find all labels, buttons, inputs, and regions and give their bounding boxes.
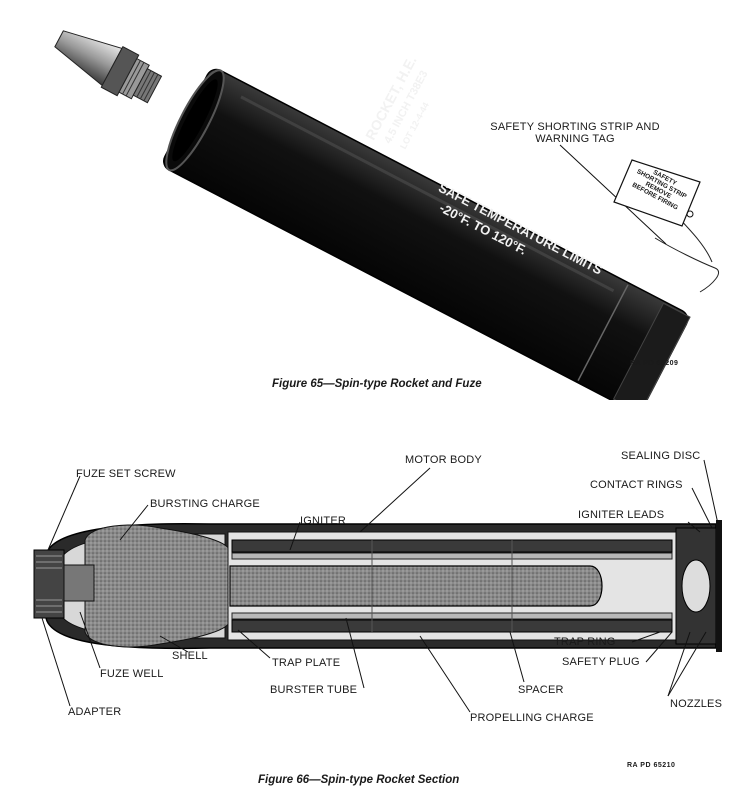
rocket-exterior-illustration — [54, 30, 720, 400]
label-contact-rings: CONTACT RINGS — [590, 479, 683, 491]
label-propelling-charge: PROPELLING CHARGE — [470, 712, 594, 724]
figure-66: FUZE SET SCREW BURSTING CHARGE IGNITER M… — [0, 400, 756, 807]
rocket-body-illustration — [163, 68, 691, 400]
fuze-illustration — [54, 30, 163, 104]
figure-66-caption: Figure 66—Spin-type Rocket Section — [258, 774, 460, 786]
label-spacer: SPACER — [518, 684, 564, 696]
label-bursting-charge: BURSTING CHARGE — [150, 498, 260, 510]
leader-lines — [41, 459, 719, 713]
label-trap-ring: TRAP RING — [554, 636, 616, 648]
label-igniter: IGNITER — [300, 515, 347, 527]
label-adapter: ADAPTER — [68, 706, 122, 718]
ra-code-65: RA PD 65209 — [630, 360, 679, 367]
figure-65-caption: Figure 65—Spin-type Rocket and Fuze — [272, 378, 482, 390]
warning-tag-illustration — [613, 159, 701, 227]
label-igniter-leads: IGNITER LEADS — [578, 509, 665, 521]
label-trap-plate: TRAP PLATE — [272, 657, 341, 669]
label-fuze-set-screw: FUZE SET SCREW — [76, 468, 176, 480]
label-fuze-well: FUZE WELL — [100, 668, 164, 680]
label-safety-shorting-strip: SAFETY SHORTING STRIP AND WARNING TAG — [490, 121, 660, 145]
rocket-section-illustration — [33, 459, 722, 713]
label-safety-plug: SAFETY PLUG — [562, 656, 640, 668]
label-nozzles: NOZZLES — [670, 698, 723, 710]
label-burster-tube: BURSTER TUBE — [270, 684, 358, 696]
ra-code-66: RA PD 65210 — [627, 762, 676, 769]
label-shell: SHELL — [172, 650, 208, 662]
label-motor-body: MOTOR BODY — [405, 454, 482, 466]
figure-65: SAFETY SHORTING STRIP REMOVE BEFORE FIRI… — [0, 0, 756, 400]
label-sealing-disc: SEALING DISC — [621, 450, 701, 462]
